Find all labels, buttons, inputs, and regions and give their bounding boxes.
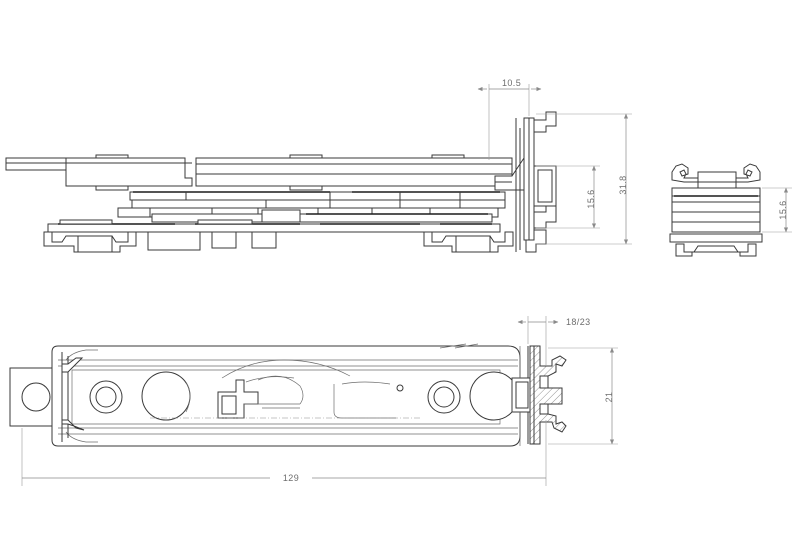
bottom-clip-profiles	[43, 231, 514, 253]
dimension-129-text: 129	[283, 473, 299, 483]
dimension-10-5: 10.5	[477, 78, 542, 160]
boss-2	[469, 371, 519, 421]
dimension-31-8-text: 31.8	[618, 175, 628, 194]
end-bracket-flange	[494, 111, 557, 253]
boss-1	[141, 371, 191, 421]
base-rail	[47, 219, 501, 233]
dimension-21: 21	[548, 347, 618, 445]
bore-hole-2-inner	[433, 386, 455, 408]
dimension-15-6-elevation-text: 15.6	[586, 189, 596, 208]
pin-hole	[396, 384, 404, 392]
dimension-15-6-endview: 15.6	[762, 187, 792, 233]
dimension-21-text: 21	[604, 392, 614, 403]
main-top-plate	[95, 154, 513, 191]
dimension-18-23: 18/23	[517, 316, 591, 366]
bracket-hatch-body	[529, 345, 567, 445]
dimension-129: 129	[21, 420, 547, 486]
dimension-18-23-text: 18/23	[566, 317, 591, 327]
dimension-15-6-elevation: 15.6	[536, 165, 600, 229]
dimension-10-5-text: 10.5	[502, 78, 521, 88]
view-end-profile: 15.6	[669, 163, 792, 257]
top-flange-rail	[5, 157, 193, 187]
view-section-elevation: 10.5 31.8 15.6	[5, 78, 632, 253]
plan-body-outline	[51, 343, 521, 447]
mounting-hole	[21, 382, 51, 412]
plan-latch-mechanism	[150, 359, 420, 419]
end-view-bottom-clip	[675, 243, 757, 257]
dimension-15-6-endview-text: 15.6	[778, 200, 788, 219]
plan-bore-holes	[89, 371, 519, 421]
mounting-tab	[9, 367, 63, 427]
secondary-rail-layer	[129, 191, 506, 209]
end-view-body	[669, 187, 763, 243]
dimension-31-8: 31.8	[536, 113, 632, 245]
tertiary-rail-layer	[117, 207, 499, 223]
plan-end-bracket-section	[511, 345, 567, 446]
view-plan: 18/23 21 129	[9, 316, 618, 486]
plan-left-separator	[61, 352, 85, 442]
bore-hole-1-inner	[95, 386, 117, 408]
end-view-hooks	[671, 163, 761, 188]
